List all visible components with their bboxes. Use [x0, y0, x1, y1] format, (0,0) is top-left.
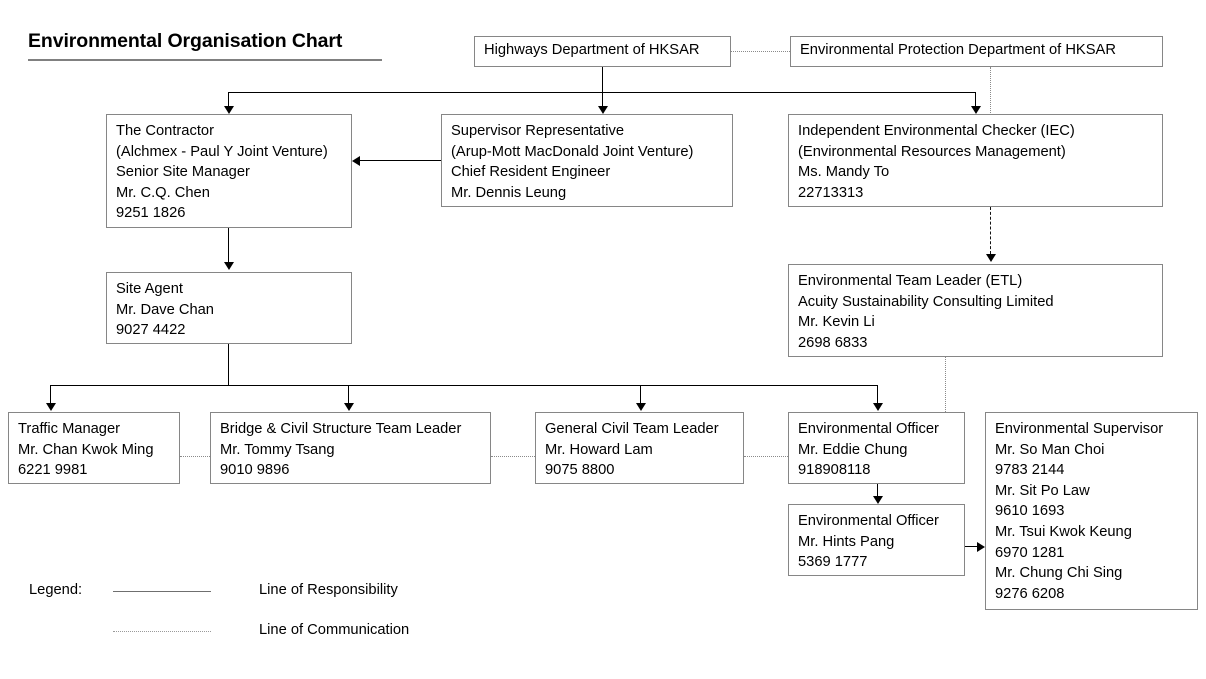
- box-line: Mr. C.Q. Chen: [116, 184, 210, 201]
- box-line: Environmental Supervisor: [995, 421, 1164, 437]
- arrowhead-iec: [971, 106, 981, 114]
- box-line: Mr. Chung Chi Sing: [995, 565, 1123, 582]
- connector-drop-env-officer-1: [877, 385, 879, 405]
- arrowhead-contractor: [224, 106, 234, 114]
- box-line: (Alchmex - Paul Y Joint Venture): [116, 143, 328, 160]
- connector-drop-supervisor-rep: [602, 92, 604, 108]
- connector-highways-stem: [602, 67, 604, 92]
- connector-general-to-envofficer-dotted: [744, 456, 788, 457]
- box-independent-environmental-checker: Independent Environmental Checker (IEC) …: [788, 114, 1163, 207]
- box-line: (Environmental Resources Management): [798, 143, 1066, 160]
- connector-siteagent-stem: [228, 344, 230, 385]
- box-traffic-manager: Traffic Manager Mr. Chan Kwok Ming 6221 …: [8, 412, 180, 484]
- page-title: Environmental Organisation Chart: [28, 30, 343, 52]
- arrowhead-env-supervisor: [977, 542, 985, 552]
- box-line: Site Agent: [116, 281, 183, 297]
- connector-contractor-to-siteagent: [228, 228, 230, 264]
- arrowhead-env-officer-2: [873, 496, 883, 504]
- box-line: Mr. Howard Lam: [545, 441, 653, 458]
- arrowhead-etl: [986, 254, 996, 262]
- box-line: Mr. Tsui Kwok Keung: [995, 523, 1132, 540]
- box-line: The Contractor: [116, 123, 214, 139]
- box-line: Environmental Officer: [798, 421, 939, 437]
- box-line: 5369 1777: [798, 554, 868, 571]
- box-line: Independent Environmental Checker (IEC): [798, 123, 1075, 139]
- box-bridge-civil-structure-team-leader: Bridge & Civil Structure Team Leader Mr.…: [210, 412, 491, 484]
- box-the-contractor: The Contractor (Alchmex - Paul Y Joint V…: [106, 114, 352, 228]
- arrowhead-bridge-civil: [344, 403, 354, 411]
- box-line: Highways Department of HKSAR: [484, 42, 700, 58]
- box-line: Mr. Dennis Leung: [451, 184, 567, 201]
- box-line: Ms. Mandy To: [798, 164, 890, 181]
- box-line: Senior Site Manager: [116, 164, 250, 181]
- arrowhead-site-agent: [224, 262, 234, 270]
- connector-drop-traffic-manager: [50, 385, 52, 405]
- connector-drop-bridge-civil: [348, 385, 350, 405]
- box-line: 9075 8800: [545, 462, 615, 479]
- box-line: Mr. Dave Chan: [116, 301, 214, 318]
- box-line: 918908118: [798, 462, 871, 479]
- box-line: 6970 1281: [995, 544, 1065, 561]
- box-line: Bridge & Civil Structure Team Leader: [220, 421, 462, 437]
- legend-solid-line-sample: [113, 591, 211, 592]
- box-line: Environmental Protection Department of H…: [800, 42, 1116, 58]
- box-site-agent: Site Agent Mr. Dave Chan 9027 4422: [106, 272, 352, 344]
- connector-traffic-to-bridge-dotted: [180, 456, 210, 457]
- box-line: (Arup-Mott MacDonald Joint Venture): [451, 143, 694, 160]
- box-environmental-team-leader: Environmental Team Leader (ETL) Acuity S…: [788, 264, 1163, 357]
- arrowhead-env-officer-1: [873, 403, 883, 411]
- box-line: 9783 2144: [995, 462, 1065, 479]
- box-line: 6221 9981: [18, 462, 88, 479]
- box-line: 9610 1693: [995, 503, 1065, 520]
- connector-etl-to-env-officer-dotted: [945, 357, 946, 412]
- box-environmental-officer-hints-pang: Environmental Officer Mr. Hints Pang 536…: [788, 504, 965, 576]
- legend-dotted-line-sample: [113, 631, 211, 632]
- connector-envofficer2-to-envsupervisor: [965, 546, 978, 548]
- arrowhead-supervisor-rep: [598, 106, 608, 114]
- connector-row3-bus: [50, 385, 878, 387]
- box-line: Environmental Team Leader (ETL): [798, 273, 1023, 289]
- legend-responsibility-text: Line of Responsibility: [259, 582, 398, 598]
- box-highways-department: Highways Department of HKSAR: [474, 36, 731, 67]
- connector-bridge-to-general-dotted: [491, 456, 535, 457]
- box-line: 9027 4422: [116, 322, 186, 339]
- connector-epd-to-iec-dotted: [990, 67, 991, 115]
- connector-highways-to-epd-dotted: [731, 51, 790, 52]
- connector-drop-contractor: [228, 92, 230, 108]
- box-line: Mr. Kevin Li: [798, 314, 875, 331]
- box-line: Mr. Eddie Chung: [798, 441, 908, 458]
- box-line: 2698 6833: [798, 334, 868, 351]
- title-underline: [28, 59, 382, 61]
- box-line: Mr. So Man Choi: [995, 441, 1105, 458]
- box-line: Mr. Chan Kwok Ming: [18, 441, 154, 458]
- box-line: 22713313: [798, 184, 864, 201]
- arrowhead-traffic-manager: [46, 403, 56, 411]
- box-line: General Civil Team Leader: [545, 421, 719, 437]
- box-line: Acuity Sustainability Consulting Limited: [798, 293, 1054, 310]
- box-general-civil-team-leader: General Civil Team Leader Mr. Howard Lam…: [535, 412, 744, 484]
- arrowhead-contractor-left: [352, 156, 360, 166]
- box-line: Mr. Tommy Tsang: [220, 441, 335, 458]
- legend-label: Legend:: [29, 582, 83, 598]
- box-line: 9251 1826: [116, 205, 186, 222]
- connector-drop-iec: [975, 92, 977, 108]
- box-environmental-officer-eddie-chung: Environmental Officer Mr. Eddie Chung 91…: [788, 412, 965, 484]
- connector-envofficer1-to-envofficer2: [877, 484, 879, 498]
- box-line: Mr. Sit Po Law: [995, 482, 1090, 499]
- box-environmental-supervisor: Environmental Supervisor Mr. So Man Choi…: [985, 412, 1198, 610]
- box-supervisor-representative: Supervisor Representative (Arup-Mott Mac…: [441, 114, 733, 207]
- legend-communication-text: Line of Communication: [259, 622, 410, 638]
- box-line: 9276 6208: [995, 585, 1065, 602]
- box-line: Mr. Hints Pang: [798, 533, 895, 550]
- box-line: Supervisor Representative: [451, 123, 625, 139]
- box-line: Environmental Officer: [798, 513, 939, 529]
- arrowhead-general-civil: [636, 403, 646, 411]
- box-environmental-protection-department: Environmental Protection Department of H…: [790, 36, 1163, 67]
- connector-drop-general-civil: [640, 385, 642, 405]
- box-line: Chief Resident Engineer: [451, 164, 611, 181]
- box-line: Traffic Manager: [18, 421, 121, 437]
- connector-iec-to-etl-dashed: [990, 207, 991, 254]
- connector-supervisorrep-to-contractor: [360, 160, 441, 162]
- box-line: 9010 9896: [220, 462, 290, 479]
